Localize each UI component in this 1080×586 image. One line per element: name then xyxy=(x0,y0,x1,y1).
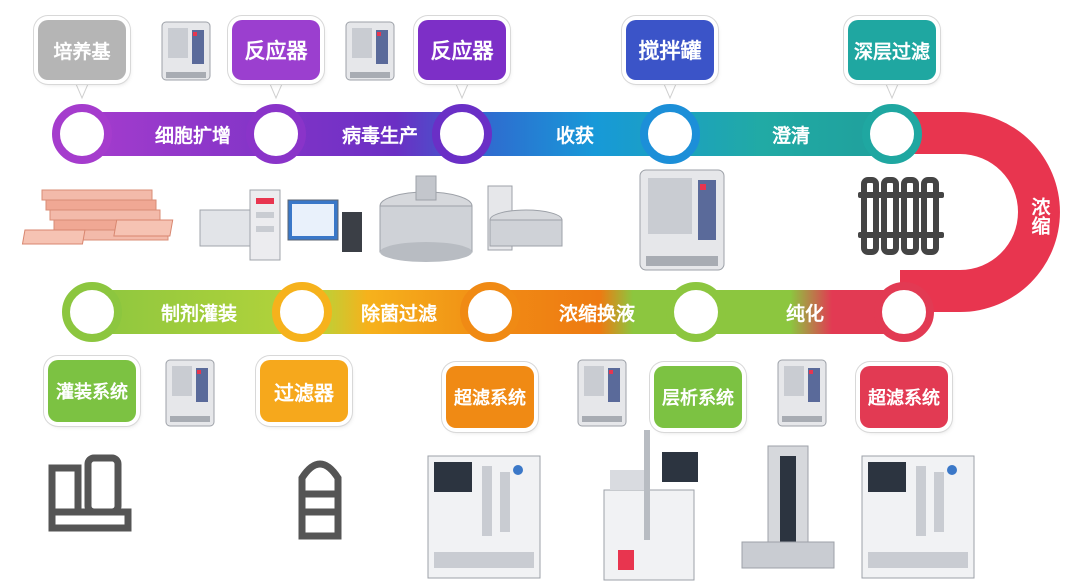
node-reactor-2 xyxy=(432,104,492,164)
label-chromatography-system: 层析系统 xyxy=(654,366,742,428)
label-reactor-1: 反应器 xyxy=(232,20,320,80)
cabinet-icon xyxy=(165,359,215,427)
harvest-cabinet-icon xyxy=(639,169,725,271)
uf-skid-icon xyxy=(861,455,975,579)
label-uf-system-2: 超滤系统 xyxy=(860,366,948,428)
large-reactor-icon xyxy=(379,175,563,262)
filter-cartridge-icon xyxy=(298,460,342,540)
depth-filter-icon xyxy=(858,177,944,255)
node-culture xyxy=(52,104,112,164)
step-formulation-filling: 制剂灌装 xyxy=(160,302,237,325)
bottom-nodes xyxy=(62,282,934,342)
cell-culture-flasks-icon xyxy=(21,189,174,245)
concentration-curve xyxy=(900,112,1060,312)
step-cell-expansion: 细胞扩增 xyxy=(154,124,231,147)
node-depth-filter xyxy=(862,104,922,164)
step-concentration: 浓缩 xyxy=(1028,197,1051,235)
node-chromatography xyxy=(666,282,726,342)
bioreactor-system-icon xyxy=(199,189,362,261)
cabinet-icon xyxy=(345,21,395,81)
chromatography-skid-icon xyxy=(603,430,698,581)
node-filling xyxy=(62,282,122,342)
node-uf-2 xyxy=(874,282,934,342)
top-band xyxy=(80,112,910,156)
step-virus-production: 病毒生产 xyxy=(341,124,418,147)
step-clarification: 澄清 xyxy=(771,124,810,147)
label-filling-system: 灌装系统 xyxy=(48,360,136,422)
top-nodes xyxy=(52,104,922,164)
label-stirred-tank: 搅拌罐 xyxy=(626,20,714,80)
label-uf-system-1: 超滤系统 xyxy=(446,366,534,428)
uf-skid-icon xyxy=(427,455,541,579)
label-reactor-2: 反应器 xyxy=(418,20,506,80)
label-filter: 过滤器 xyxy=(260,360,348,422)
node-filter xyxy=(272,282,332,342)
label-depth-filtration: 深层过滤 xyxy=(848,20,936,80)
cabinet-icon xyxy=(577,359,627,427)
step-purification: 纯化 xyxy=(785,302,824,325)
step-sterile-filtration: 除菌过滤 xyxy=(360,302,437,325)
step-concentration-diafiltration: 浓缩换液 xyxy=(558,302,635,325)
column-skid-icon xyxy=(741,445,835,569)
node-reactor-1 xyxy=(246,104,306,164)
cabinet-icon xyxy=(777,359,827,427)
filling-machine-icon xyxy=(48,454,132,532)
label-culture-medium: 培养基 xyxy=(38,20,126,80)
cabinet-icon xyxy=(161,21,211,81)
step-harvest: 收获 xyxy=(555,124,594,147)
node-tank xyxy=(640,104,700,164)
node-uf-1 xyxy=(460,282,520,342)
